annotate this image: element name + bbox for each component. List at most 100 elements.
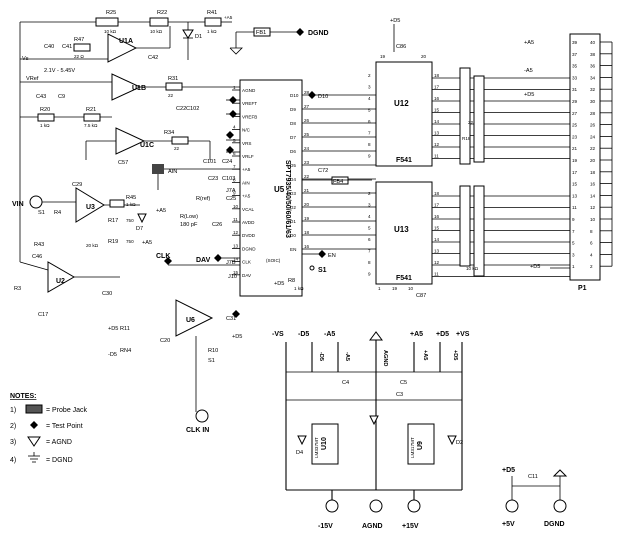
u5-left-pin-name: +A5 xyxy=(242,194,251,199)
c86-label: C86 xyxy=(396,44,406,50)
u5-right-pin-name: D10 xyxy=(290,93,299,98)
p1-pin-num-even: 22 xyxy=(590,146,596,151)
agnd-jack[interactable] xyxy=(369,499,383,513)
rl-test-point[interactable] xyxy=(226,131,234,139)
p1-pin-num-even: 4 xyxy=(590,252,593,257)
p1-pin-num-even: 26 xyxy=(590,123,596,128)
c11-label: C11 xyxy=(528,474,538,480)
u5-left-pin-name: AIN xyxy=(242,180,250,185)
u5-right-pin-num: 28 xyxy=(304,90,310,95)
buffer-left-pin-num: 9 xyxy=(368,154,371,159)
buffer-right-pin-num: 13 xyxy=(434,131,440,136)
buffer-left-pin-num: 3 xyxy=(368,203,371,208)
r31-value: 22 xyxy=(168,93,174,98)
buffer-left-pin-num: 2 xyxy=(368,191,371,196)
rhm-test-point[interactable] xyxy=(229,110,237,118)
u5-left-pin-num: 15 xyxy=(233,270,239,275)
en-label: EN xyxy=(328,253,336,259)
p1-label: P1 xyxy=(578,285,587,292)
u5-part-label: SPT7935/40/50/60/61/63 xyxy=(284,160,291,238)
dav-label: DAV xyxy=(196,257,211,264)
r20-label: R20 xyxy=(40,107,50,113)
buffer-right-pin-num: 11 xyxy=(434,154,439,159)
vin-label: VIN xyxy=(12,201,24,208)
p1-d5-label-2: +D5 xyxy=(530,264,540,270)
rlf-test-point[interactable] xyxy=(226,146,234,154)
neg15v-jack[interactable] xyxy=(325,499,339,513)
c9-label: C9 xyxy=(58,94,65,100)
clk-test-point[interactable] xyxy=(164,257,172,265)
vs-label-1: Vs xyxy=(22,56,29,62)
p1-pin-num-odd: 37 xyxy=(572,52,578,57)
p1-pin-num-odd: 5 xyxy=(572,241,575,246)
pos-a5-rot: +A5 xyxy=(422,350,428,360)
neg-a5-power: -A5 xyxy=(324,331,335,338)
c20-label: C20 xyxy=(160,338,170,344)
r11-label: R10 xyxy=(208,348,218,354)
u5-left-pin-num: 9 xyxy=(233,191,236,196)
p1-pin-num-odd: 15 xyxy=(572,182,578,187)
rn3-network xyxy=(459,185,471,267)
dgnd-test-point-top[interactable] xyxy=(296,28,304,36)
c87-label: C87 xyxy=(416,293,426,299)
en-test-point[interactable] xyxy=(318,250,326,258)
note-2-num: 2) xyxy=(10,423,16,430)
vin-probe-jack[interactable] xyxy=(29,195,43,209)
notes-legend: NOTES: 1) = Probe Jack 2) = Test Point 3… xyxy=(10,393,88,464)
c43-label: C43 xyxy=(36,94,46,100)
p1-pin-num-even: 14 xyxy=(590,193,596,198)
dav-test-point[interactable] xyxy=(214,254,222,262)
ain-probe-jack[interactable] xyxy=(152,164,164,174)
u5-right-pin-name: D3 xyxy=(290,191,296,196)
p1-pin-num-even: 10 xyxy=(590,217,596,222)
fb4-label: FB4 xyxy=(333,179,343,185)
u5-left-pin-name: CLK xyxy=(242,260,252,265)
u5-left-pin-name: AVDD xyxy=(242,220,255,225)
u3-opamp xyxy=(75,187,105,223)
c17-label: C17 xyxy=(38,312,48,318)
u5-right-pin-num: 26 xyxy=(304,118,310,123)
rhp-test-point[interactable] xyxy=(229,96,237,104)
r20-resistor xyxy=(37,113,55,122)
u6-test-point[interactable] xyxy=(232,310,240,318)
pf-label: 180 pF xyxy=(180,222,198,228)
c3-label: C3 xyxy=(396,392,403,398)
neg-a5-rot: -A5 xyxy=(344,352,350,361)
p1-pin-num-odd: 23 xyxy=(572,134,578,139)
dgnd-jack[interactable] xyxy=(553,499,567,513)
d10-test-point[interactable] xyxy=(308,91,316,99)
u5-left-pin-num: 4 xyxy=(233,125,236,130)
r34-label: R34 xyxy=(164,130,174,136)
r21-label: R21 xyxy=(86,107,96,113)
buffer-right-pin-num: 12 xyxy=(434,260,440,265)
fb1-resistor xyxy=(253,27,271,37)
u5-left-pin-num: 12 xyxy=(233,230,239,235)
u5-right-pin-name: D8 xyxy=(290,121,296,126)
dgnd-symbol-top xyxy=(229,47,243,55)
clk-in-probe-jack[interactable] xyxy=(195,409,209,423)
p1-a5p-label: +A5 xyxy=(524,40,534,46)
c40-label: C40 xyxy=(44,44,54,50)
fb4-resistor xyxy=(331,176,349,185)
buffer-right-pin-num: 11 xyxy=(434,272,439,277)
pos5v-jack[interactable] xyxy=(505,499,519,513)
u5-right-pin-name: D7 xyxy=(290,135,296,140)
u2-opamp xyxy=(47,261,76,293)
u12-label: U12 xyxy=(394,99,409,108)
buffer-left-pin-num: 3 xyxy=(368,85,371,90)
u10-regulator xyxy=(311,423,339,465)
r45-resistor xyxy=(109,199,125,208)
u13-pin19: 19 xyxy=(392,286,398,291)
s1-switch[interactable] xyxy=(309,265,315,271)
u10-part-label: LM337MT xyxy=(314,437,319,458)
clk-label: CLK xyxy=(156,253,170,260)
u5-right-pin-num: 27 xyxy=(304,104,310,109)
agnd-bottom-label: AGND xyxy=(362,523,383,530)
r47-label: R47 xyxy=(74,37,84,43)
u5-right-pin-num: 22 xyxy=(304,174,310,179)
r47-value: 22 Ω xyxy=(74,54,84,59)
vref-range-label: 2.1V - 5.45V xyxy=(44,68,75,74)
p1-pin-num-odd: 1 xyxy=(572,264,575,269)
pos15v-jack[interactable] xyxy=(407,499,421,513)
